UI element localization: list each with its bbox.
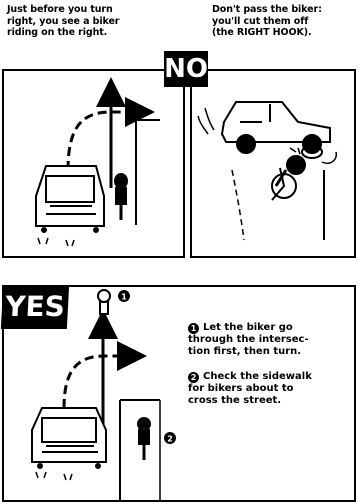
car-icon — [36, 166, 104, 246]
note-marker: 1 — [188, 323, 199, 334]
biker-icon — [98, 290, 110, 322]
car-icon — [198, 102, 336, 163]
figure-marker-2: 2 — [164, 432, 176, 444]
figure-marker-label: 2 — [167, 435, 173, 444]
no-left-illustration — [36, 92, 160, 246]
note-line: 1 Let the biker go — [188, 322, 309, 334]
figure-marker-1: 1 — [118, 290, 130, 302]
note-text: Check the sidewalk — [203, 371, 312, 382]
note-line: tion first, then turn. — [188, 346, 309, 358]
yes-label: YES — [1, 285, 69, 329]
biker-icon — [138, 418, 150, 460]
note-line: 2 Check the sidewalk — [188, 371, 312, 383]
no-label: NO — [164, 51, 208, 87]
note-line: for bikers about to — [188, 383, 312, 395]
note-text: Let the biker go — [203, 322, 293, 333]
biker-icon — [115, 174, 127, 220]
car-icon — [32, 408, 106, 480]
note-marker: 2 — [188, 372, 199, 383]
note-line: cross the street. — [188, 395, 312, 407]
no-right-illustration — [198, 102, 336, 240]
biker-icon — [272, 146, 322, 200]
note-line: through the intersec- — [188, 334, 309, 346]
figure-marker-label: 1 — [121, 293, 127, 302]
